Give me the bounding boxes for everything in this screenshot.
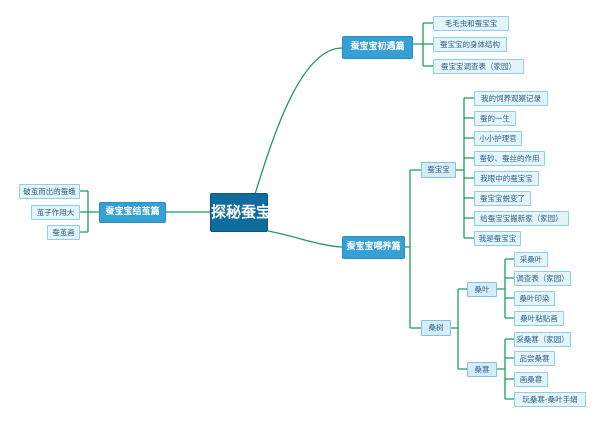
leaf-item-1-label: 采桑叶	[519, 255, 543, 264]
branch-first-meeting[interactable]: 蚕宝宝初遇篇	[342, 36, 413, 59]
silkworm-item-5[interactable]: 我眼中的蚕宝宝	[474, 171, 539, 186]
cocoon-item-2-label: 茧子作用大	[36, 208, 75, 217]
branch-raising[interactable]: 蚕宝宝喂养篇	[342, 236, 405, 259]
sub-mulberry-label: 桑树	[428, 323, 444, 332]
silkworm-item-3-label: 小小护理官	[479, 134, 517, 143]
leaf-item-3-label: 桑叶印染	[519, 294, 550, 303]
leaf-item-4-label: 桑叶粘贴画	[520, 314, 558, 323]
silkworm-item-6[interactable]: 蚕宝宝蜕变了	[474, 191, 531, 206]
branch-cocoon[interactable]: 蚕宝宝结茧篇	[99, 202, 166, 223]
link-leaf-items	[497, 258, 514, 319]
link-cocoon-leaves	[80, 190, 99, 233]
fruit-item-2-label: 品尝桑葚	[519, 354, 550, 363]
silkworm-item-5-label: 我眼中的蚕宝宝	[480, 174, 533, 183]
silkworm-item-2-label: 蚕的一生	[480, 114, 510, 123]
root-label: 探秘蚕宝宝	[211, 203, 287, 221]
first-item-3[interactable]: 蚕宝宝调查表（家园）	[433, 59, 524, 74]
fruit-item-3-label: 画桑葚	[519, 375, 543, 384]
cocoon-item-1[interactable]: 破茧而出的蚕蛾	[19, 184, 80, 199]
link-first-leaves	[413, 22, 433, 67]
silkworm-item-6-label: 蚕宝宝蜕变了	[480, 194, 525, 203]
sub-mulberry-leaf[interactable]: 桑叶	[467, 282, 497, 297]
silkworm-item-4-label: 蚕砂、蚕丝的作用	[479, 154, 540, 163]
sub-silkworm[interactable]: 蚕宝宝	[421, 162, 456, 178]
fruit-item-1-label: 采桑葚（家园）	[516, 335, 569, 344]
silkworm-item-8-label: 我是蚕宝宝	[478, 234, 517, 243]
sub-mulberry-fruit-label: 桑葚	[474, 365, 490, 374]
link-mulberry-subs	[451, 288, 467, 370]
silkworm-item-1[interactable]: 我的饲养观察记录	[474, 91, 548, 106]
silkworm-item-7[interactable]: 给蚕宝宝搬新家（家园）	[474, 211, 569, 226]
sub-mulberry-tree[interactable]: 桑树	[421, 320, 451, 336]
silkworm-item-8[interactable]: 我是蚕宝宝	[474, 231, 521, 246]
cocoon-item-3-label: 蚕茧画	[52, 228, 75, 237]
leaf-item-2[interactable]: 调查表（家园）	[514, 271, 571, 286]
fruit-item-4-label: 玩桑葚-桑叶手绢	[522, 395, 578, 404]
silkworm-item-2[interactable]: 蚕的一生	[474, 111, 516, 126]
silkworm-item-4[interactable]: 蚕砂、蚕丝的作用	[474, 151, 545, 166]
cocoon-item-2[interactable]: 茧子作用大	[31, 205, 80, 220]
leaf-item-1[interactable]: 采桑叶	[514, 252, 548, 267]
branch-raising-label: 蚕宝宝喂养篇	[346, 242, 401, 252]
branch-first-label: 蚕宝宝初遇篇	[350, 42, 405, 52]
link-root-raising	[267, 230, 343, 248]
fruit-item-2[interactable]: 品尝桑葚	[514, 351, 555, 366]
fruit-item-4[interactable]: 玩桑葚-桑叶手绢	[514, 392, 586, 407]
fruit-item-3[interactable]: 画桑葚	[514, 372, 548, 387]
first-item-1-label: 毛毛虫和蚕宝宝	[444, 19, 498, 28]
cocoon-item-1-label: 破茧而出的蚕蛾	[23, 187, 76, 196]
fruit-item-1[interactable]: 采桑葚（家园）	[514, 332, 571, 347]
link-fruit-items	[497, 338, 514, 400]
root-topic[interactable]: 探秘蚕宝宝	[210, 193, 286, 232]
link-raising-subs	[405, 169, 421, 329]
first-item-2-label: 蚕宝宝的身体结构	[440, 40, 500, 49]
first-item-2[interactable]: 蚕宝宝的身体结构	[433, 37, 507, 52]
link-silkworm-leaves	[456, 97, 474, 239]
cocoon-item-3[interactable]: 蚕茧画	[47, 225, 80, 240]
sub-mulberry-fruit[interactable]: 桑葚	[467, 362, 497, 377]
first-item-3-label: 蚕宝宝调查表（家园）	[441, 62, 516, 71]
leaf-item-4[interactable]: 桑叶粘贴画	[514, 311, 564, 326]
leaf-item-2-label: 调查表（家园）	[516, 274, 569, 283]
sub-mulberry-leaf-label: 桑叶	[474, 285, 490, 294]
sub-silkworm-label: 蚕宝宝	[427, 165, 450, 174]
first-item-1[interactable]: 毛毛虫和蚕宝宝	[433, 16, 509, 31]
branch-cocoon-label: 蚕宝宝结茧篇	[105, 207, 160, 217]
silkworm-item-1-label: 我的饲养观察记录	[481, 94, 541, 103]
silkworm-item-3[interactable]: 小小护理官	[474, 131, 522, 146]
leaf-item-3[interactable]: 桑叶印染	[514, 291, 555, 306]
silkworm-item-7-label: 给蚕宝宝搬新家（家园）	[480, 214, 563, 223]
link-root-first	[254, 47, 343, 195]
